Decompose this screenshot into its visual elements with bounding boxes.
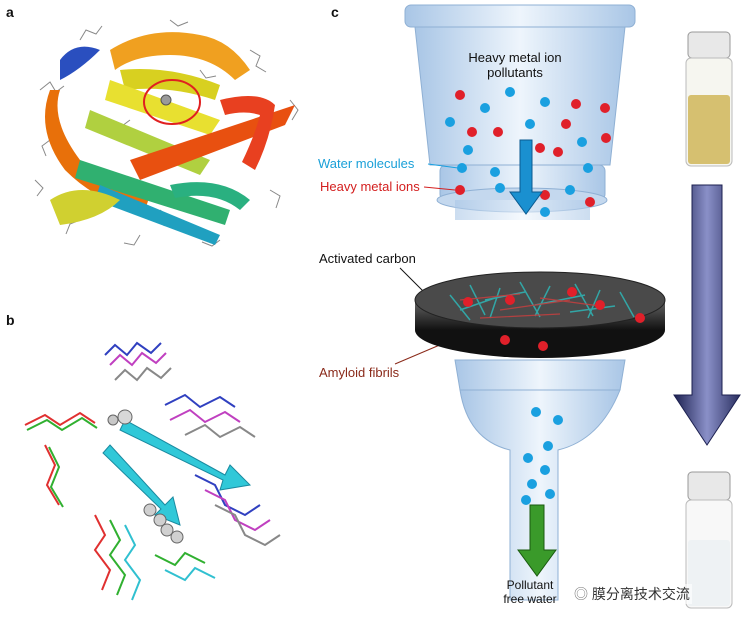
protein-ribbon-structure	[34, 19, 299, 247]
heavy-metal-ions-label: Heavy metal ions	[320, 179, 420, 194]
vial-after	[685, 471, 733, 609]
flow-arrow-green	[517, 504, 557, 577]
watermark: ◎ 膜分离技术交流	[572, 584, 692, 604]
panel-label-b: b	[6, 312, 15, 328]
vial-before	[685, 31, 733, 167]
filtration-schematic	[394, 4, 741, 609]
amyloid-fibrils-label: Amyloid fibrils	[319, 365, 400, 380]
wechat-icon: ◎	[574, 586, 588, 602]
pollutant-free-line2: free water	[503, 592, 557, 606]
stick-model-structure	[24, 341, 281, 601]
lower-funnel	[454, 359, 626, 601]
watermark-text: 膜分离技术交流	[591, 586, 690, 602]
heavy-metal-pollutants-line1: Heavy metal ion	[468, 50, 562, 65]
heavy-metal-pollutants-line2: pollutants	[487, 65, 543, 80]
activated-carbon-label: Activated carbon	[319, 251, 416, 266]
pollutant-free-line1: Pollutant	[506, 578, 554, 592]
heavy-metal-pollutants-label: Heavy metal ion pollutants	[440, 50, 590, 80]
panel-label-c: c	[331, 4, 339, 20]
lower-particles	[521, 407, 563, 505]
process-arrow-down	[673, 184, 741, 446]
flow-arrow-blue	[509, 139, 543, 215]
activated-carbon-disc	[414, 271, 666, 358]
panel-label-a: a	[6, 4, 14, 20]
water-molecules-label: Water molecules	[318, 156, 415, 171]
upper-particles	[445, 87, 611, 217]
pollutant-free-water-label: Pollutant free water	[490, 578, 570, 606]
